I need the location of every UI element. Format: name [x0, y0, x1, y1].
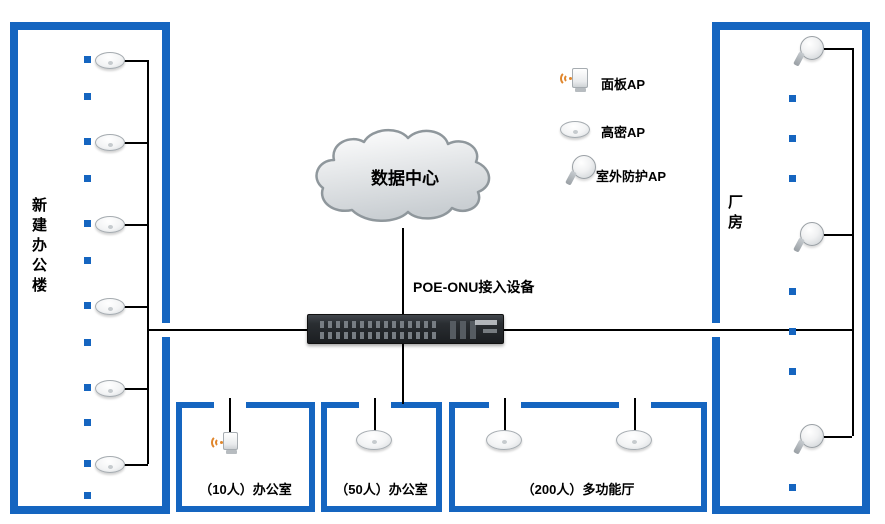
- switch-label: POE-ONU接入设备: [413, 279, 535, 295]
- ap-drop-line: [124, 464, 148, 466]
- ceiling-ap-icon: [95, 134, 125, 151]
- room-50p-office-label: （50人）办公室: [335, 482, 428, 497]
- ap-drop-line: [124, 388, 148, 390]
- ceiling-ap-icon: [95, 456, 125, 473]
- switch-rooms-line: [402, 344, 404, 404]
- legend-panel-ap-label: 面板AP: [601, 77, 646, 92]
- network-node-square: [84, 56, 91, 63]
- left-building-label: 新建办公楼: [30, 197, 47, 297]
- panel-ap-icon: [560, 68, 588, 92]
- wifi-wave-icon: [560, 71, 575, 86]
- switch-ports-row: [320, 332, 440, 339]
- ap-drop-line: [824, 234, 852, 236]
- network-node-square: [84, 384, 91, 391]
- network-node-square: [84, 175, 91, 182]
- high-density-ap-icon: [356, 430, 392, 450]
- ap-drop-line: [824, 436, 852, 438]
- room-10p-office-label: （10人）办公室: [199, 482, 292, 497]
- right-building-outline: [712, 22, 870, 514]
- network-node-square: [84, 419, 91, 426]
- network-node-square: [84, 220, 91, 227]
- ap-drop-line: [124, 306, 148, 308]
- cloud-icon: [315, 129, 491, 222]
- cloud-switch-line: [402, 228, 404, 316]
- switch-ports-row: [320, 321, 440, 328]
- network-node-square: [789, 135, 796, 142]
- ap-drop-line: [124, 60, 148, 62]
- network-node-square: [84, 492, 91, 499]
- ap-drop-line: [374, 398, 376, 432]
- ap-drop-line: [124, 142, 148, 144]
- legend-high-density-ap-label: 高密AP: [601, 125, 646, 140]
- network-node-square: [84, 302, 91, 309]
- ceiling-ap-icon: [95, 52, 125, 69]
- switch-icon: [307, 314, 504, 344]
- network-node-square: [789, 328, 796, 335]
- left-building-bus-line: [147, 60, 149, 464]
- switch-brand-mark: [475, 320, 497, 325]
- ap-drop-line: [824, 48, 852, 50]
- ap-drop-line: [229, 398, 231, 432]
- high-density-ap-icon: [486, 430, 522, 450]
- network-node-square: [84, 339, 91, 346]
- outdoor-protection-ap-icon: [800, 222, 824, 246]
- legend-outdoor-ap-label: 室外防护AP: [596, 169, 667, 184]
- ap-drop-line: [504, 398, 506, 432]
- network-node-square: [789, 288, 796, 295]
- network-node-square: [84, 93, 91, 100]
- ap-drop-line: [124, 224, 148, 226]
- switch-brand-mark: [483, 329, 497, 333]
- network-node-square: [789, 368, 796, 375]
- ceiling-ap-icon: [95, 298, 125, 315]
- room-200p-hall-outline: [449, 402, 707, 512]
- ap-drop-line: [634, 398, 636, 432]
- wifi-wave-icon: [211, 435, 226, 450]
- panel-ap-icon: [211, 432, 238, 454]
- room-200p-hall-label: （200人）多功能厅: [521, 482, 635, 497]
- switch-uplink-ports: [450, 321, 476, 339]
- network-node-square: [84, 138, 91, 145]
- network-node-square: [789, 175, 796, 182]
- ceiling-ap-icon: [95, 216, 125, 233]
- right-building-bus-line: [852, 48, 854, 436]
- network-node-square: [84, 460, 91, 467]
- network-node-square: [789, 484, 796, 491]
- cloud-label: 数据中心: [371, 169, 439, 188]
- right-building-label: 厂房: [726, 194, 743, 234]
- outdoor-protection-ap-icon: [800, 424, 824, 448]
- ceiling-ap-icon: [95, 380, 125, 397]
- outdoor-protection-ap-icon: [800, 36, 824, 60]
- network-node-square: [84, 257, 91, 264]
- high-density-ap-icon: [616, 430, 652, 450]
- network-node-square: [789, 95, 796, 102]
- left-building-outline: [10, 22, 170, 514]
- outdoor-protection-ap-icon: [572, 155, 596, 179]
- high-density-ap-icon: [560, 121, 590, 138]
